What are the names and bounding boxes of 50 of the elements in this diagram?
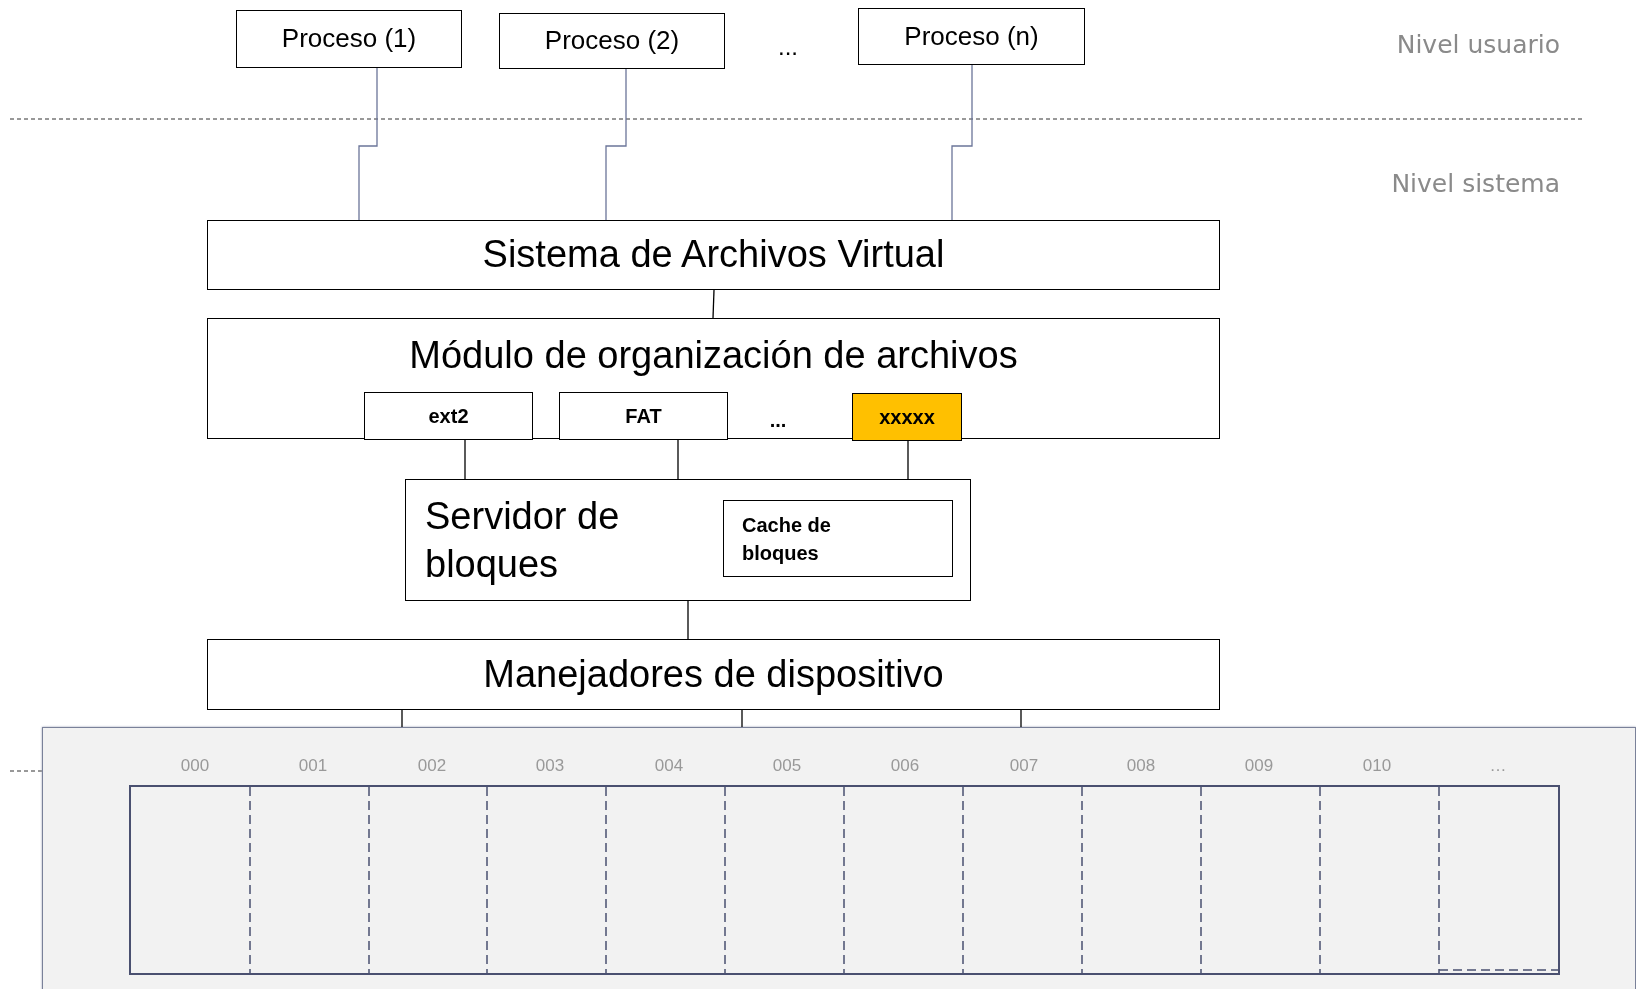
block-number: 009 — [1244, 755, 1274, 777]
level-label: Nivel usuario — [1396, 30, 1560, 61]
node-label: xxxxx — [878, 405, 936, 429]
block-number: … — [1489, 755, 1507, 777]
process-box — [858, 8, 1085, 65]
node-label: Servidor de bloques — [425, 493, 621, 587]
process-box — [499, 13, 725, 69]
disk-panel — [42, 727, 1636, 989]
filesystem-box — [559, 392, 728, 440]
node-label: ext2 — [427, 404, 470, 428]
connector-line — [712, 289, 715, 319]
connector-line — [358, 67, 378, 221]
cache-box — [723, 500, 953, 577]
node-label: Proceso (2) — [543, 25, 681, 57]
block-number: 001 — [298, 755, 328, 777]
connector-line — [401, 709, 403, 728]
layer-box — [207, 639, 1220, 710]
connector-line — [605, 68, 627, 221]
connector-line — [907, 439, 909, 480]
node-label: Cache de bloques — [742, 512, 832, 566]
block-number: 006 — [890, 755, 920, 777]
connector-line — [687, 600, 689, 640]
ellipsis: ... — [778, 32, 798, 62]
node-label: Módulo de organización de archivos — [408, 333, 1019, 378]
process-box — [236, 10, 462, 68]
block-number: 008 — [1126, 755, 1156, 777]
layer-box — [405, 479, 971, 601]
block-number: 004 — [654, 755, 684, 777]
node-label: Proceso (n) — [903, 20, 1040, 53]
node-label: Sistema de Archivos Virtual — [481, 232, 946, 278]
level-label: Nivel sistema — [1391, 169, 1560, 200]
connector-line — [951, 64, 973, 221]
block-number: 007 — [1009, 755, 1039, 777]
connector-line — [464, 438, 466, 480]
layer-box — [207, 318, 1220, 439]
ellipsis: ... — [769, 408, 787, 432]
block-number: 003 — [535, 755, 565, 777]
connector-line — [1020, 709, 1022, 728]
node-label: Proceso (1) — [280, 23, 418, 55]
block-number: 000 — [180, 755, 210, 777]
block-number: 002 — [417, 755, 447, 777]
layer-box — [207, 220, 1220, 290]
node-label: FAT — [624, 404, 663, 428]
block-number: 005 — [772, 755, 802, 777]
node-label: Manejadores de dispositivo — [482, 651, 945, 697]
block-number: 010 — [1362, 755, 1392, 777]
connector-line — [741, 709, 743, 728]
filesystem-box — [364, 392, 533, 440]
filesystem-box — [852, 393, 962, 441]
connector-line — [677, 438, 679, 480]
